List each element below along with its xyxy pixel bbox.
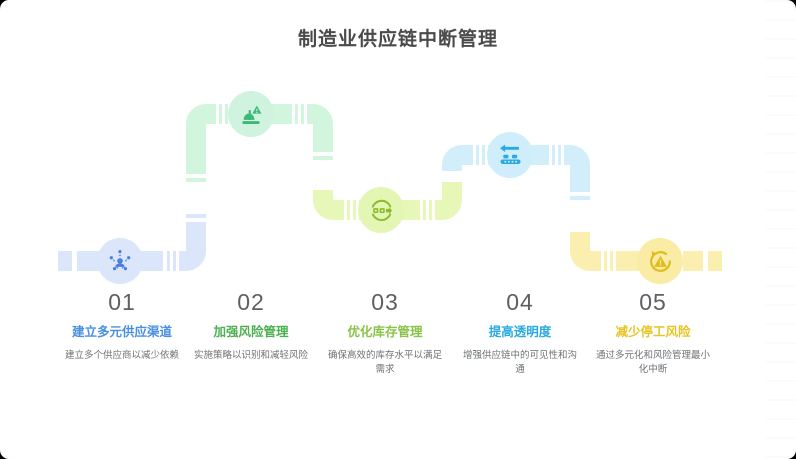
step-title: 提高透明度 xyxy=(488,325,552,339)
step-icon-badge-2[interactable] xyxy=(228,91,274,137)
step-item-2[interactable]: 02 加强风险管理 实施策略以识别和减轻风险 xyxy=(181,288,321,363)
step-item-1[interactable]: 01 建立多元供应渠道 建立多个供应商以减少依赖 xyxy=(52,288,192,363)
step-icon-badge-5[interactable] xyxy=(637,238,683,284)
step-title: 减少停工风险 xyxy=(615,325,691,339)
step-item-4[interactable]: 04 提高透明度 增强供应链中的可见性和沟通 xyxy=(450,288,590,377)
step-description: 增强供应链中的可见性和沟通 xyxy=(462,350,577,375)
risk-chart-warning-icon xyxy=(242,105,262,124)
step-item-5[interactable]: 05 减少停工风险 通过多元化和风险管理最小化中断 xyxy=(583,288,723,377)
step-item-3[interactable]: 03 优化库存管理 确保高效的库存水平以满足需求 xyxy=(315,288,455,377)
step-icon-badge-1[interactable] xyxy=(97,238,143,284)
step-description: 通过多元化和风险管理最小化中断 xyxy=(595,350,710,375)
step-icon-badge-4[interactable] xyxy=(487,132,533,178)
step-title: 加强风险管理 xyxy=(213,325,289,339)
step-number: 02 xyxy=(237,289,265,315)
step-description: 实施策略以识别和减轻风险 xyxy=(193,350,308,361)
page-title: 制造业供应链中断管理 xyxy=(297,29,498,50)
inventory-cycle-icon xyxy=(371,199,392,221)
pipeline-diagram xyxy=(58,104,722,271)
steps-list: 01 建立多元供应渠道 建立多个供应商以减少依赖 02 加强风险管理 实施策略以… xyxy=(0,288,796,448)
step-title: 优化库存管理 xyxy=(347,325,423,339)
step-title: 建立多元供应渠道 xyxy=(71,325,172,339)
downtime-warning-icon xyxy=(649,250,671,272)
step-number: 01 xyxy=(108,289,136,315)
step-number: 05 xyxy=(639,289,667,315)
step-number: 03 xyxy=(371,289,399,315)
conveyor-arrow-icon xyxy=(499,144,521,164)
step-icon-badge-3[interactable] xyxy=(358,187,404,233)
step-description: 建立多个供应商以减少依赖 xyxy=(64,350,179,361)
step-number: 04 xyxy=(506,289,534,315)
supplier-network-icon xyxy=(109,250,131,271)
step-description: 确保高效的库存水平以满足需求 xyxy=(327,350,442,375)
